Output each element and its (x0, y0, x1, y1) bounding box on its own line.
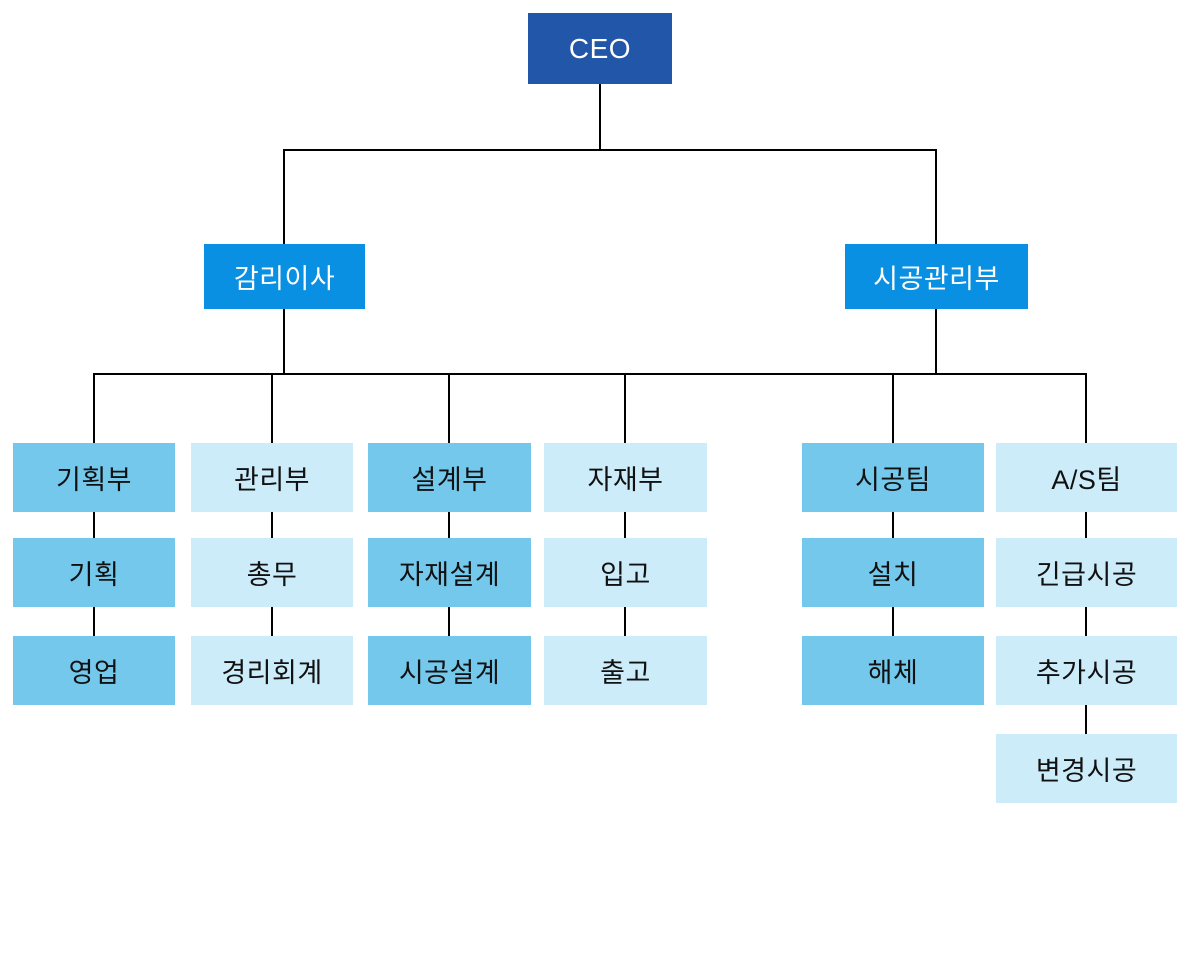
connector-to-construction-mgmt (935, 149, 937, 245)
org-node-general-affairs: 총무 (191, 538, 353, 607)
connector-drop-design-dept (448, 373, 450, 443)
connector-audit-director-down (283, 309, 285, 375)
org-node-dismantle: 해체 (802, 636, 984, 705)
org-node-material-design: 자재설계 (368, 538, 531, 607)
connector-drop-admin-dept (271, 373, 273, 443)
connector-planning-dept-planning (93, 512, 95, 538)
org-node-admin-dept: 관리부 (191, 443, 353, 512)
org-node-material-dept: 자재부 (544, 443, 707, 512)
connector-material-design-construction-design (448, 607, 450, 636)
connector-drop-planning-dept (93, 373, 95, 443)
connector-general-affairs-accounting (271, 607, 273, 636)
connector-material-dept-inbound (624, 512, 626, 538)
org-node-planning: 기획 (13, 538, 175, 607)
connector-install-dismantle (892, 607, 894, 636)
org-node-construction-mgmt-dept: 시공관리부 (845, 244, 1028, 309)
connector-construction-team-install (892, 512, 894, 538)
connector-planning-sales (93, 607, 95, 636)
connector-drop-as-team (1085, 373, 1087, 443)
connector-additional-change (1085, 705, 1087, 734)
org-node-change-construction: 변경시공 (996, 734, 1177, 803)
org-node-accounting: 경리회계 (191, 636, 353, 705)
connector-drop-construction-team (892, 373, 894, 443)
connector-urgent-additional (1085, 607, 1087, 636)
org-node-outbound: 출고 (544, 636, 707, 705)
org-node-ceo: CEO (528, 13, 672, 84)
connector-level3-horizontal (93, 373, 1087, 375)
org-node-construction-design: 시공설계 (368, 636, 531, 705)
connector-ceo-down (599, 84, 601, 151)
org-node-install: 설치 (802, 538, 984, 607)
connector-construction-mgmt-down (935, 309, 937, 375)
org-node-urgent-construction: 긴급시공 (996, 538, 1177, 607)
connector-inbound-outbound (624, 607, 626, 636)
org-node-audit-director: 감리이사 (204, 244, 365, 309)
connector-design-dept-material-design (448, 512, 450, 538)
org-node-additional-construction: 추가시공 (996, 636, 1177, 705)
org-node-inbound: 입고 (544, 538, 707, 607)
org-node-planning-dept: 기획부 (13, 443, 175, 512)
org-node-sales: 영업 (13, 636, 175, 705)
org-node-construction-team: 시공팀 (802, 443, 984, 512)
connector-admin-dept-general-affairs (271, 512, 273, 538)
org-node-design-dept: 설계부 (368, 443, 531, 512)
connector-as-team-urgent (1085, 512, 1087, 538)
org-node-as-team: A/S팀 (996, 443, 1177, 512)
connector-level2-horizontal (283, 149, 937, 151)
connector-to-audit-director (283, 149, 285, 245)
connector-drop-material-dept (624, 373, 626, 443)
